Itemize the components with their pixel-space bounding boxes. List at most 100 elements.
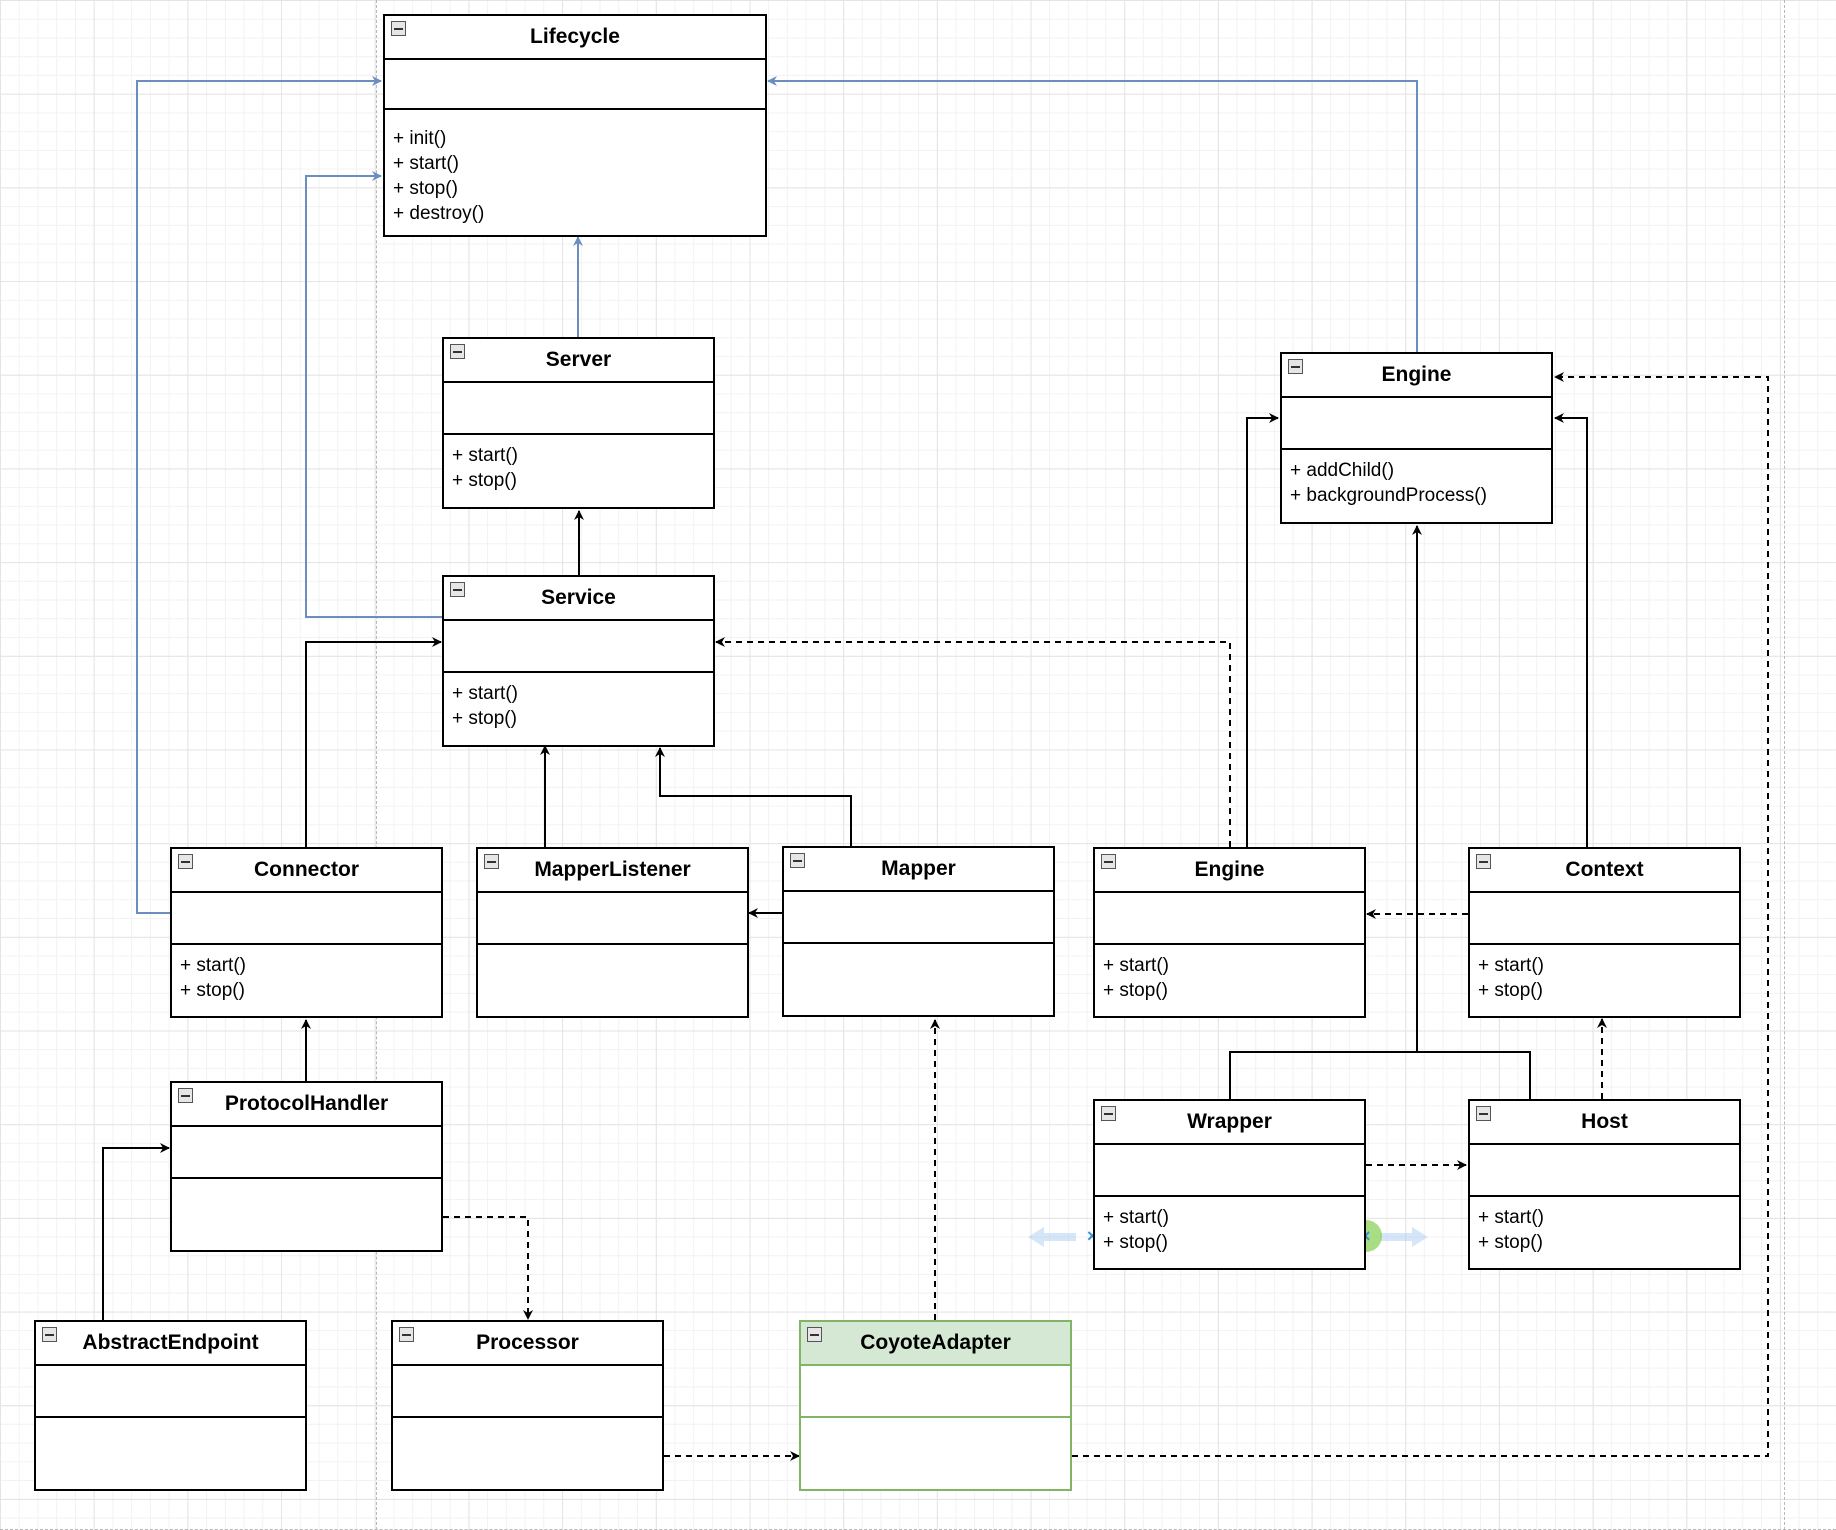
edge-connector-service (305, 637, 442, 847)
collapse-icon[interactable] (42, 1327, 57, 1342)
edge-engine-lifecycle (767, 76, 1418, 352)
collapse-icon[interactable] (1101, 854, 1116, 869)
collapse-icon[interactable] (450, 344, 465, 359)
collapse-icon[interactable] (1476, 854, 1491, 869)
class-mapper-listener[interactable]: MapperListener (476, 847, 749, 1018)
method: + stop() (452, 708, 517, 729)
class-processor[interactable]: Processor (391, 1320, 664, 1491)
edge-endpoint-protocolhandler (102, 1143, 170, 1320)
class-methods: + init() + start() + stop() + destroy() (385, 110, 765, 235)
class-wrapper[interactable]: Wrapper + start() + stop() (1093, 1099, 1366, 1270)
class-attributes (1470, 893, 1739, 945)
method: + stop() (452, 470, 517, 491)
collapse-icon[interactable] (391, 21, 406, 36)
class-mapper[interactable]: Mapper (782, 846, 1055, 1017)
method: + stop() (180, 980, 245, 1001)
method: + start() (1103, 1207, 1169, 1228)
class-connector[interactable]: Connector + start() + stop() (170, 847, 443, 1018)
class-engine-top[interactable]: Engine + addChild() + backgroundProcess(… (1280, 352, 1553, 524)
method: + stop() (393, 178, 458, 199)
method: + stop() (1103, 1232, 1168, 1253)
edge-drag-arrow-right[interactable] (1380, 1224, 1428, 1250)
class-methods: + start() + stop() (1095, 945, 1364, 1016)
method: + destroy() (393, 203, 485, 224)
connection-point-icon[interactable]: × (1087, 1227, 1098, 1245)
class-name: Processor (476, 1331, 579, 1354)
class-abstract-endpoint[interactable]: AbstractEndpoint (34, 1320, 307, 1491)
class-name: Wrapper (1187, 1110, 1272, 1133)
collapse-icon[interactable] (807, 1327, 822, 1342)
collapse-icon[interactable] (1101, 1106, 1116, 1121)
class-attributes (385, 60, 765, 110)
class-server[interactable]: Server + start() + stop() (442, 337, 715, 509)
class-attributes (1095, 893, 1364, 945)
class-attributes (444, 621, 713, 673)
method: + backgroundProcess() (1290, 485, 1487, 506)
class-methods: + start() + stop() (1470, 1197, 1739, 1268)
edge-drag-arrow-left[interactable] (1028, 1224, 1076, 1250)
edge-mapper-service (655, 747, 852, 846)
method: + stop() (1478, 980, 1543, 1001)
class-name: CoyoteAdapter (860, 1331, 1011, 1354)
class-attributes (393, 1366, 662, 1418)
class-attributes (36, 1366, 305, 1418)
class-attributes (801, 1366, 1070, 1418)
method: + start() (452, 445, 518, 466)
class-methods: + start() + stop() (444, 673, 713, 745)
class-methods: + start() + stop() (1095, 1197, 1364, 1268)
class-protocol-handler[interactable]: ProtocolHandler (170, 1081, 443, 1252)
edge-engine-service (715, 637, 1231, 847)
class-attributes (478, 893, 747, 945)
collapse-icon[interactable] (1288, 359, 1303, 374)
class-name: Engine (1381, 363, 1452, 386)
class-attributes (172, 1127, 441, 1179)
class-coyote-adapter[interactable]: CoyoteAdapter (799, 1320, 1072, 1491)
collapse-icon[interactable] (178, 1088, 193, 1103)
class-name: Connector (254, 858, 359, 881)
edge-engine-engine (1246, 413, 1279, 847)
edge-context-engine (1554, 413, 1588, 847)
class-name: Service (541, 586, 616, 609)
collapse-icon[interactable] (484, 854, 499, 869)
class-attributes (172, 893, 441, 945)
class-methods: + start() + stop() (444, 435, 713, 507)
collapse-icon[interactable] (399, 1327, 414, 1342)
method: + start() (393, 153, 459, 174)
class-name: ProtocolHandler (224, 1092, 389, 1115)
edge-protocolhandler-processor (443, 1216, 533, 1320)
class-attributes (1470, 1145, 1739, 1197)
class-methods: + start() + stop() (172, 945, 441, 1016)
edge-adapter-engine (1072, 372, 1769, 1457)
class-engine-mid[interactable]: Engine + start() + stop() (1093, 847, 1366, 1018)
class-attributes (784, 892, 1053, 944)
class-name: AbstractEndpoint (82, 1331, 259, 1354)
edge-connector-lifecycle (136, 76, 382, 914)
method: + init() (393, 128, 447, 149)
class-service[interactable]: Service + start() + stop() (442, 575, 715, 747)
class-lifecycle[interactable]: Lifecycle + init() + start() + stop() + … (383, 14, 767, 237)
class-methods (172, 1179, 441, 1250)
edge-wrapper-engine (1229, 526, 1531, 1099)
collapse-icon[interactable] (790, 853, 805, 868)
method: + addChild() (1290, 460, 1395, 481)
method: + stop() (1478, 1232, 1543, 1253)
class-methods (36, 1418, 305, 1489)
class-methods (801, 1418, 1070, 1489)
class-methods: + addChild() + backgroundProcess() (1282, 450, 1551, 522)
collapse-icon[interactable] (1476, 1106, 1491, 1121)
collapse-icon[interactable] (178, 854, 193, 869)
method: + stop() (1103, 980, 1168, 1001)
class-context[interactable]: Context + start() + stop() (1468, 847, 1741, 1018)
class-name: Context (1565, 858, 1644, 881)
class-methods (784, 944, 1053, 1015)
class-attributes (1282, 398, 1551, 450)
class-host[interactable]: Host + start() + stop() (1468, 1099, 1741, 1270)
method: + start() (1103, 955, 1169, 976)
class-name: Engine (1194, 858, 1265, 881)
class-methods (393, 1418, 662, 1489)
class-name: Mapper (881, 857, 956, 880)
class-attributes (1095, 1145, 1364, 1197)
collapse-icon[interactable] (450, 582, 465, 597)
page-guide-left (376, 0, 377, 1530)
